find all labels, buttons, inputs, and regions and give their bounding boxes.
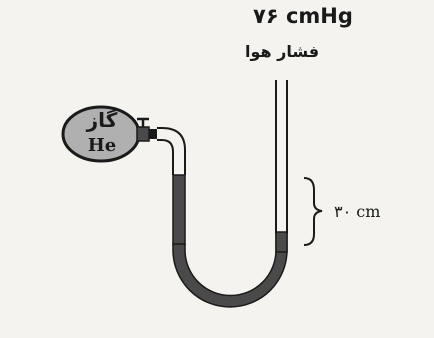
- left-mercury-column: [172, 174, 186, 246]
- height-brace: [303, 177, 323, 246]
- valve: [136, 117, 157, 142]
- connector-tube: [157, 127, 186, 175]
- atmospheric-pressure-caption: فشار هوا: [245, 42, 320, 61]
- right-mercury-column: [275, 231, 288, 253]
- height-difference-label: ۳۰ cm: [334, 202, 381, 221]
- gas-name-label: گاز: [86, 108, 118, 132]
- atmospheric-pressure-value: ٧۶ cmHg: [253, 4, 353, 28]
- u-bend-mercury: [172, 233, 288, 308]
- gas-symbol-label: He: [87, 135, 117, 156]
